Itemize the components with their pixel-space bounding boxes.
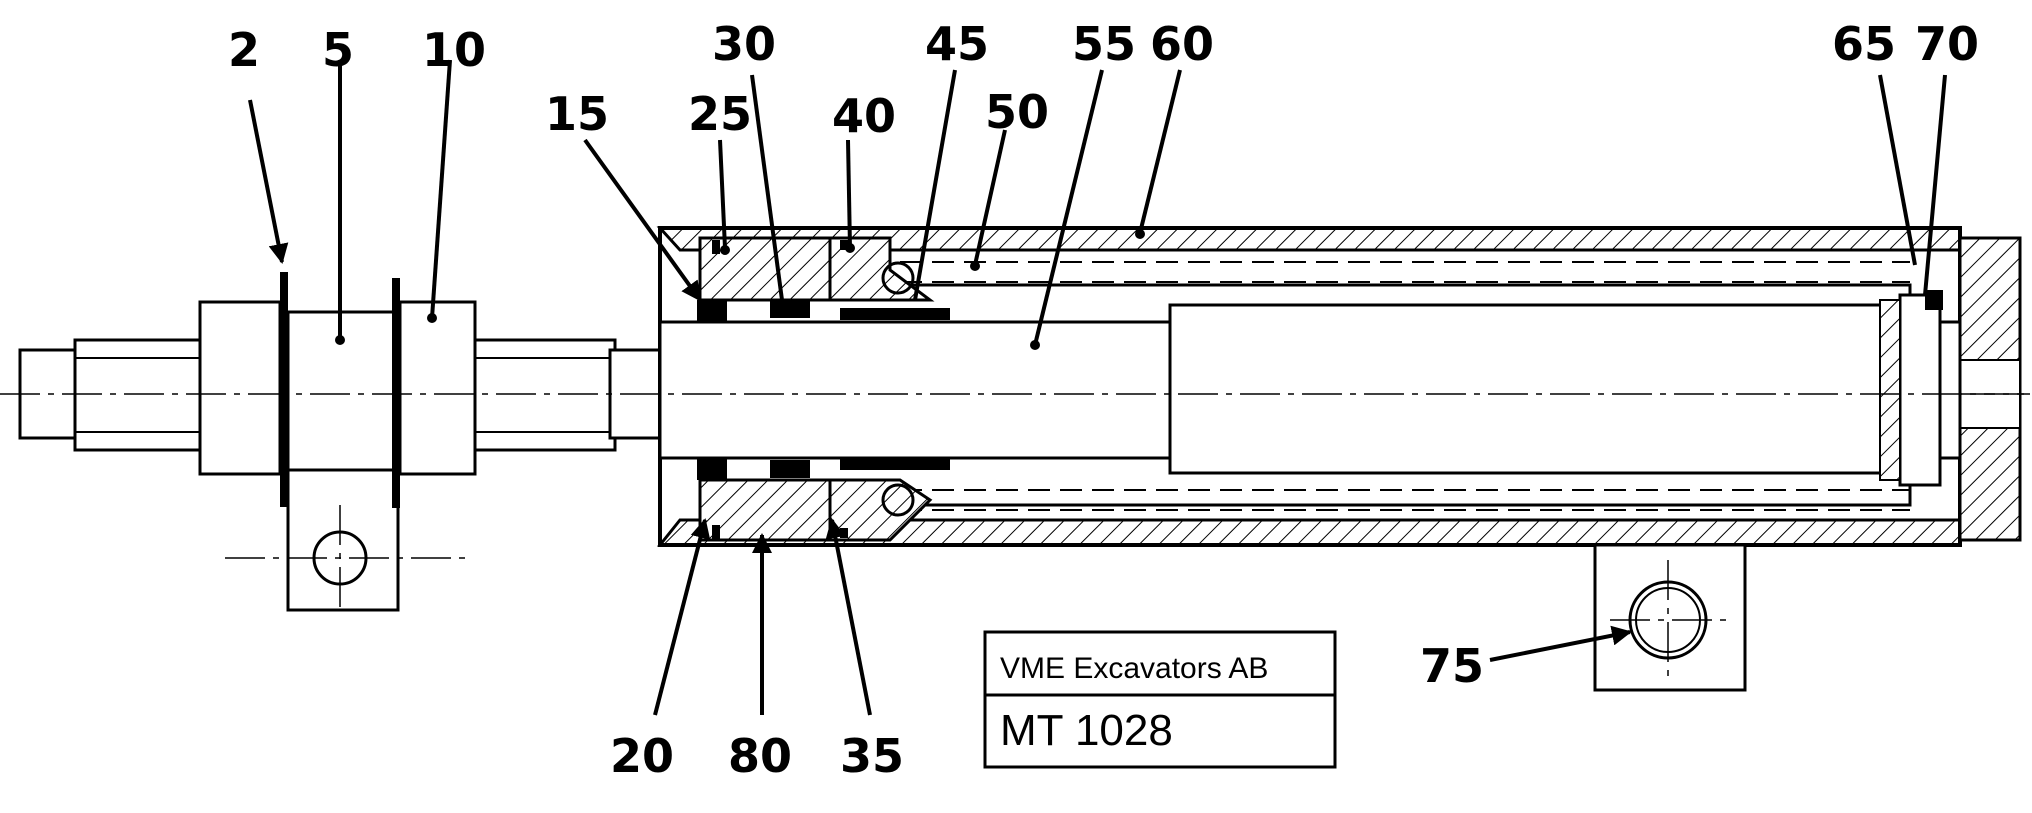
callout-55: 55 bbox=[1072, 17, 1136, 71]
callout-30: 30 bbox=[712, 17, 776, 71]
rod-end-assembly bbox=[18, 272, 672, 612]
title-block-document: MT 1028 bbox=[1000, 706, 1173, 755]
title-block-company: VME Excavators AB bbox=[1000, 652, 1268, 685]
callout-35: 35 bbox=[840, 729, 904, 783]
callout-65: 65 bbox=[1832, 17, 1896, 71]
callout-labels: 2 5 10 15 20 25 30 35 40 45 50 55 60 65 … bbox=[228, 17, 1979, 783]
callout-75: 75 bbox=[1420, 639, 1484, 693]
cylinder-barrel bbox=[656, 226, 2030, 547]
callout-5: 5 bbox=[322, 23, 354, 77]
clevis-eye bbox=[286, 468, 400, 612]
piston-rod bbox=[658, 290, 1962, 487]
washer bbox=[280, 272, 288, 507]
clevis-body bbox=[286, 310, 400, 472]
callout-25: 25 bbox=[688, 87, 752, 141]
callout-15: 15 bbox=[545, 87, 609, 141]
callout-50: 50 bbox=[985, 85, 1049, 139]
callout-2: 2 bbox=[228, 23, 260, 77]
nut-left bbox=[198, 300, 282, 476]
callout-40: 40 bbox=[832, 89, 896, 143]
callout-80: 80 bbox=[728, 729, 792, 783]
mounting-bracket bbox=[1593, 543, 1747, 692]
callout-70: 70 bbox=[1915, 17, 1979, 71]
nut-right bbox=[398, 300, 477, 476]
leader-lines bbox=[248, 59, 1947, 716]
callout-20: 20 bbox=[610, 729, 674, 783]
callout-10: 10 bbox=[422, 23, 486, 77]
washer-right bbox=[392, 278, 400, 508]
callout-60: 60 bbox=[1150, 17, 1214, 71]
title-block: VME Excavators AB MT 1028 bbox=[983, 630, 1337, 769]
callout-45: 45 bbox=[925, 17, 989, 71]
